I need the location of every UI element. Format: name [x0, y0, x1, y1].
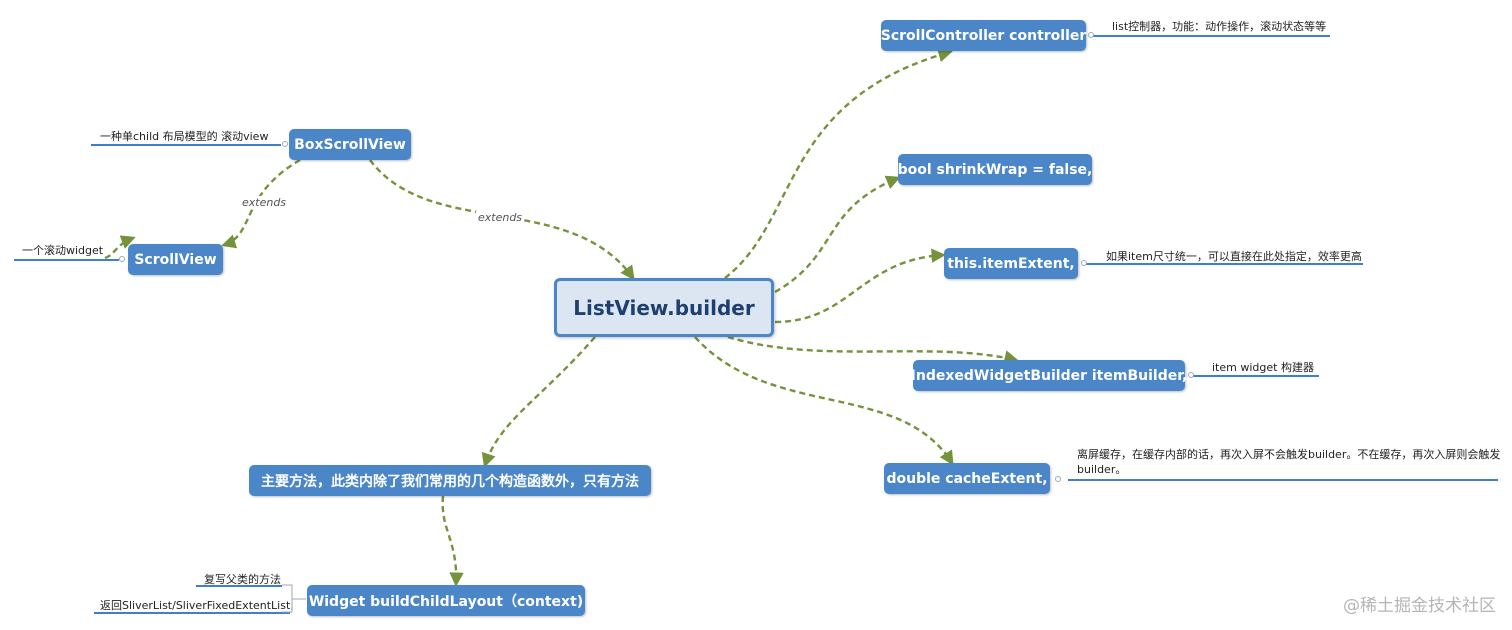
edge-scrollview-note: [104, 235, 136, 260]
node-shrinkwrap[interactable]: bool shrinkWrap = false,: [898, 154, 1092, 185]
note-underline: [14, 259, 119, 261]
edge-root-mainmethod: [481, 336, 596, 468]
edge-root-cacheextent: [694, 336, 954, 466]
note-returns: 返回SliverList/SliverFixedExtentList,: [100, 599, 294, 612]
node-box-scroll-view[interactable]: BoxScrollView: [289, 129, 411, 160]
edge-label-extends: extends: [476, 211, 525, 224]
note-underline: [1192, 375, 1319, 377]
edge-root-itembuilder: [727, 335, 1019, 365]
node-scroll-view[interactable]: ScrollView: [128, 244, 223, 275]
connector-dot: [1188, 372, 1194, 378]
root-node-listview-builder[interactable]: ListView.builder: [554, 278, 774, 337]
note-scroll-view: 一个滚动widget: [22, 244, 104, 257]
node-item-extent[interactable]: this.itemExtent,: [944, 248, 1078, 279]
connector-dot: [1088, 32, 1094, 38]
connector-dot: [1055, 476, 1061, 482]
edge-boxscrollview-scrollview: [221, 158, 301, 249]
node-cache-extent[interactable]: double cacheExtent,: [884, 463, 1050, 494]
edge-root-shrinkwrap: [774, 175, 901, 294]
node-item-builder[interactable]: IndexedWidgetBuilder itemBuilder,: [911, 360, 1187, 391]
bracket-connector: [282, 584, 306, 613]
note-controller: list控制器，功能：动作操作，滚动状态等等: [1112, 20, 1327, 33]
note-underline: [1085, 263, 1363, 265]
edge-label-extends: extends: [240, 196, 289, 209]
note-underline: [91, 144, 281, 146]
node-main-method[interactable]: 主要方法，此类内除了我们常用的几个构造函数外，只有方法: [249, 465, 651, 496]
note-box-scroll-view: 一种单child 布局模型的 滚动view: [100, 130, 269, 143]
connector-dot: [119, 256, 125, 262]
edge-root-controller: [724, 48, 953, 279]
edge-mainmethod-buildchild: [441, 495, 464, 587]
note-cache-extent: 离屏缓存，在缓存内部的话，再次入屏不会触发builder。不在缓存，再次入屏则会…: [1077, 448, 1501, 476]
note-underline: [1068, 479, 1498, 481]
note-underline: [1092, 35, 1330, 37]
note-override: 复写父类的方法: [204, 573, 281, 586]
edge-root-itemextent: [774, 248, 946, 324]
note-item-builder: item widget 构建器: [1212, 361, 1314, 374]
note-underline: [94, 612, 290, 614]
watermark: @稀土掘金技术社区: [1343, 596, 1496, 616]
node-build-child-layout[interactable]: Widget buildChildLayout（context): [307, 585, 585, 616]
note-underline: [196, 585, 282, 587]
connector-dot: [1081, 260, 1087, 266]
note-item-extent: 如果item尺寸统一，可以直接在此处指定，效率更高: [1106, 250, 1362, 263]
connector-dot: [282, 141, 288, 147]
node-scroll-controller[interactable]: ScrollController controller: [881, 20, 1086, 51]
